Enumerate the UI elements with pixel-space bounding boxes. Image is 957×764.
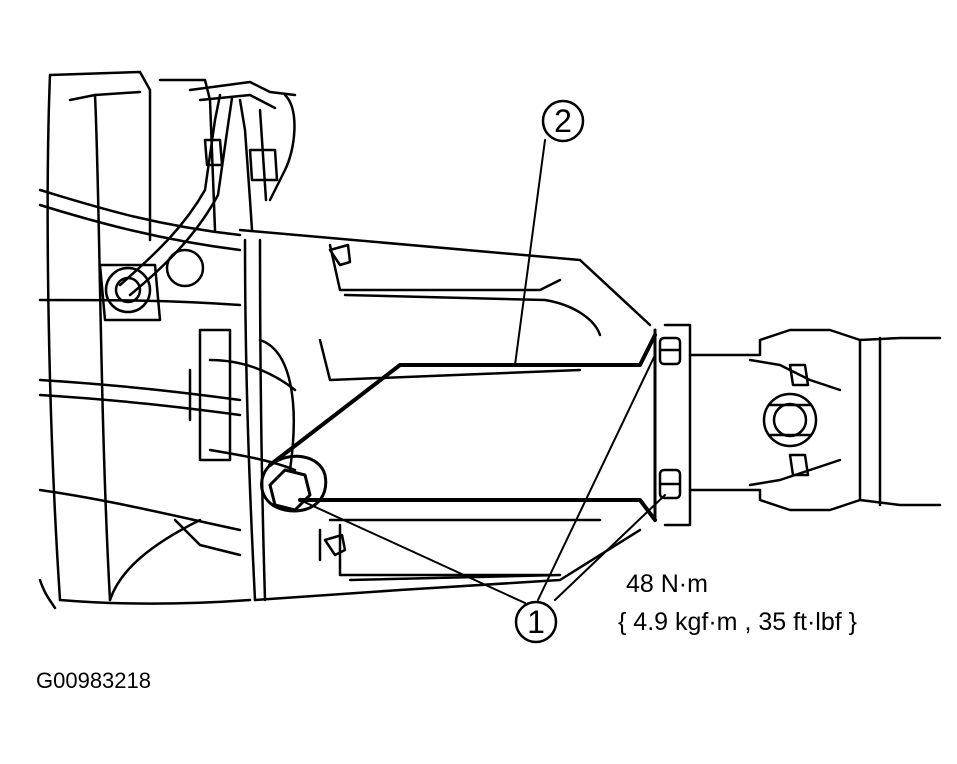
bolt-upper-right bbox=[658, 336, 682, 366]
leader-lines bbox=[299, 139, 666, 604]
hose-mount-nut bbox=[98, 248, 205, 322]
bracket bbox=[260, 323, 692, 527]
callout-1: 1 bbox=[514, 600, 558, 644]
figure-id: G00983218 bbox=[36, 668, 151, 693]
torque-alt-units: { 4.9 kgf·m , 35 ft·lbf } bbox=[618, 608, 858, 636]
bolt-left bbox=[268, 468, 312, 512]
callout-2-label: 2 bbox=[554, 103, 572, 139]
callout-1-label: 1 bbox=[527, 604, 545, 640]
bolt-lower-right bbox=[658, 468, 682, 500]
transmission-housing bbox=[38, 70, 297, 610]
universal-joint-cap bbox=[762, 392, 818, 448]
hose-lines bbox=[118, 80, 297, 297]
driveshaft bbox=[688, 328, 942, 512]
torque-value: 48 N·m bbox=[626, 570, 708, 598]
extension-housing bbox=[238, 228, 652, 602]
callout-2: 2 bbox=[541, 99, 585, 143]
